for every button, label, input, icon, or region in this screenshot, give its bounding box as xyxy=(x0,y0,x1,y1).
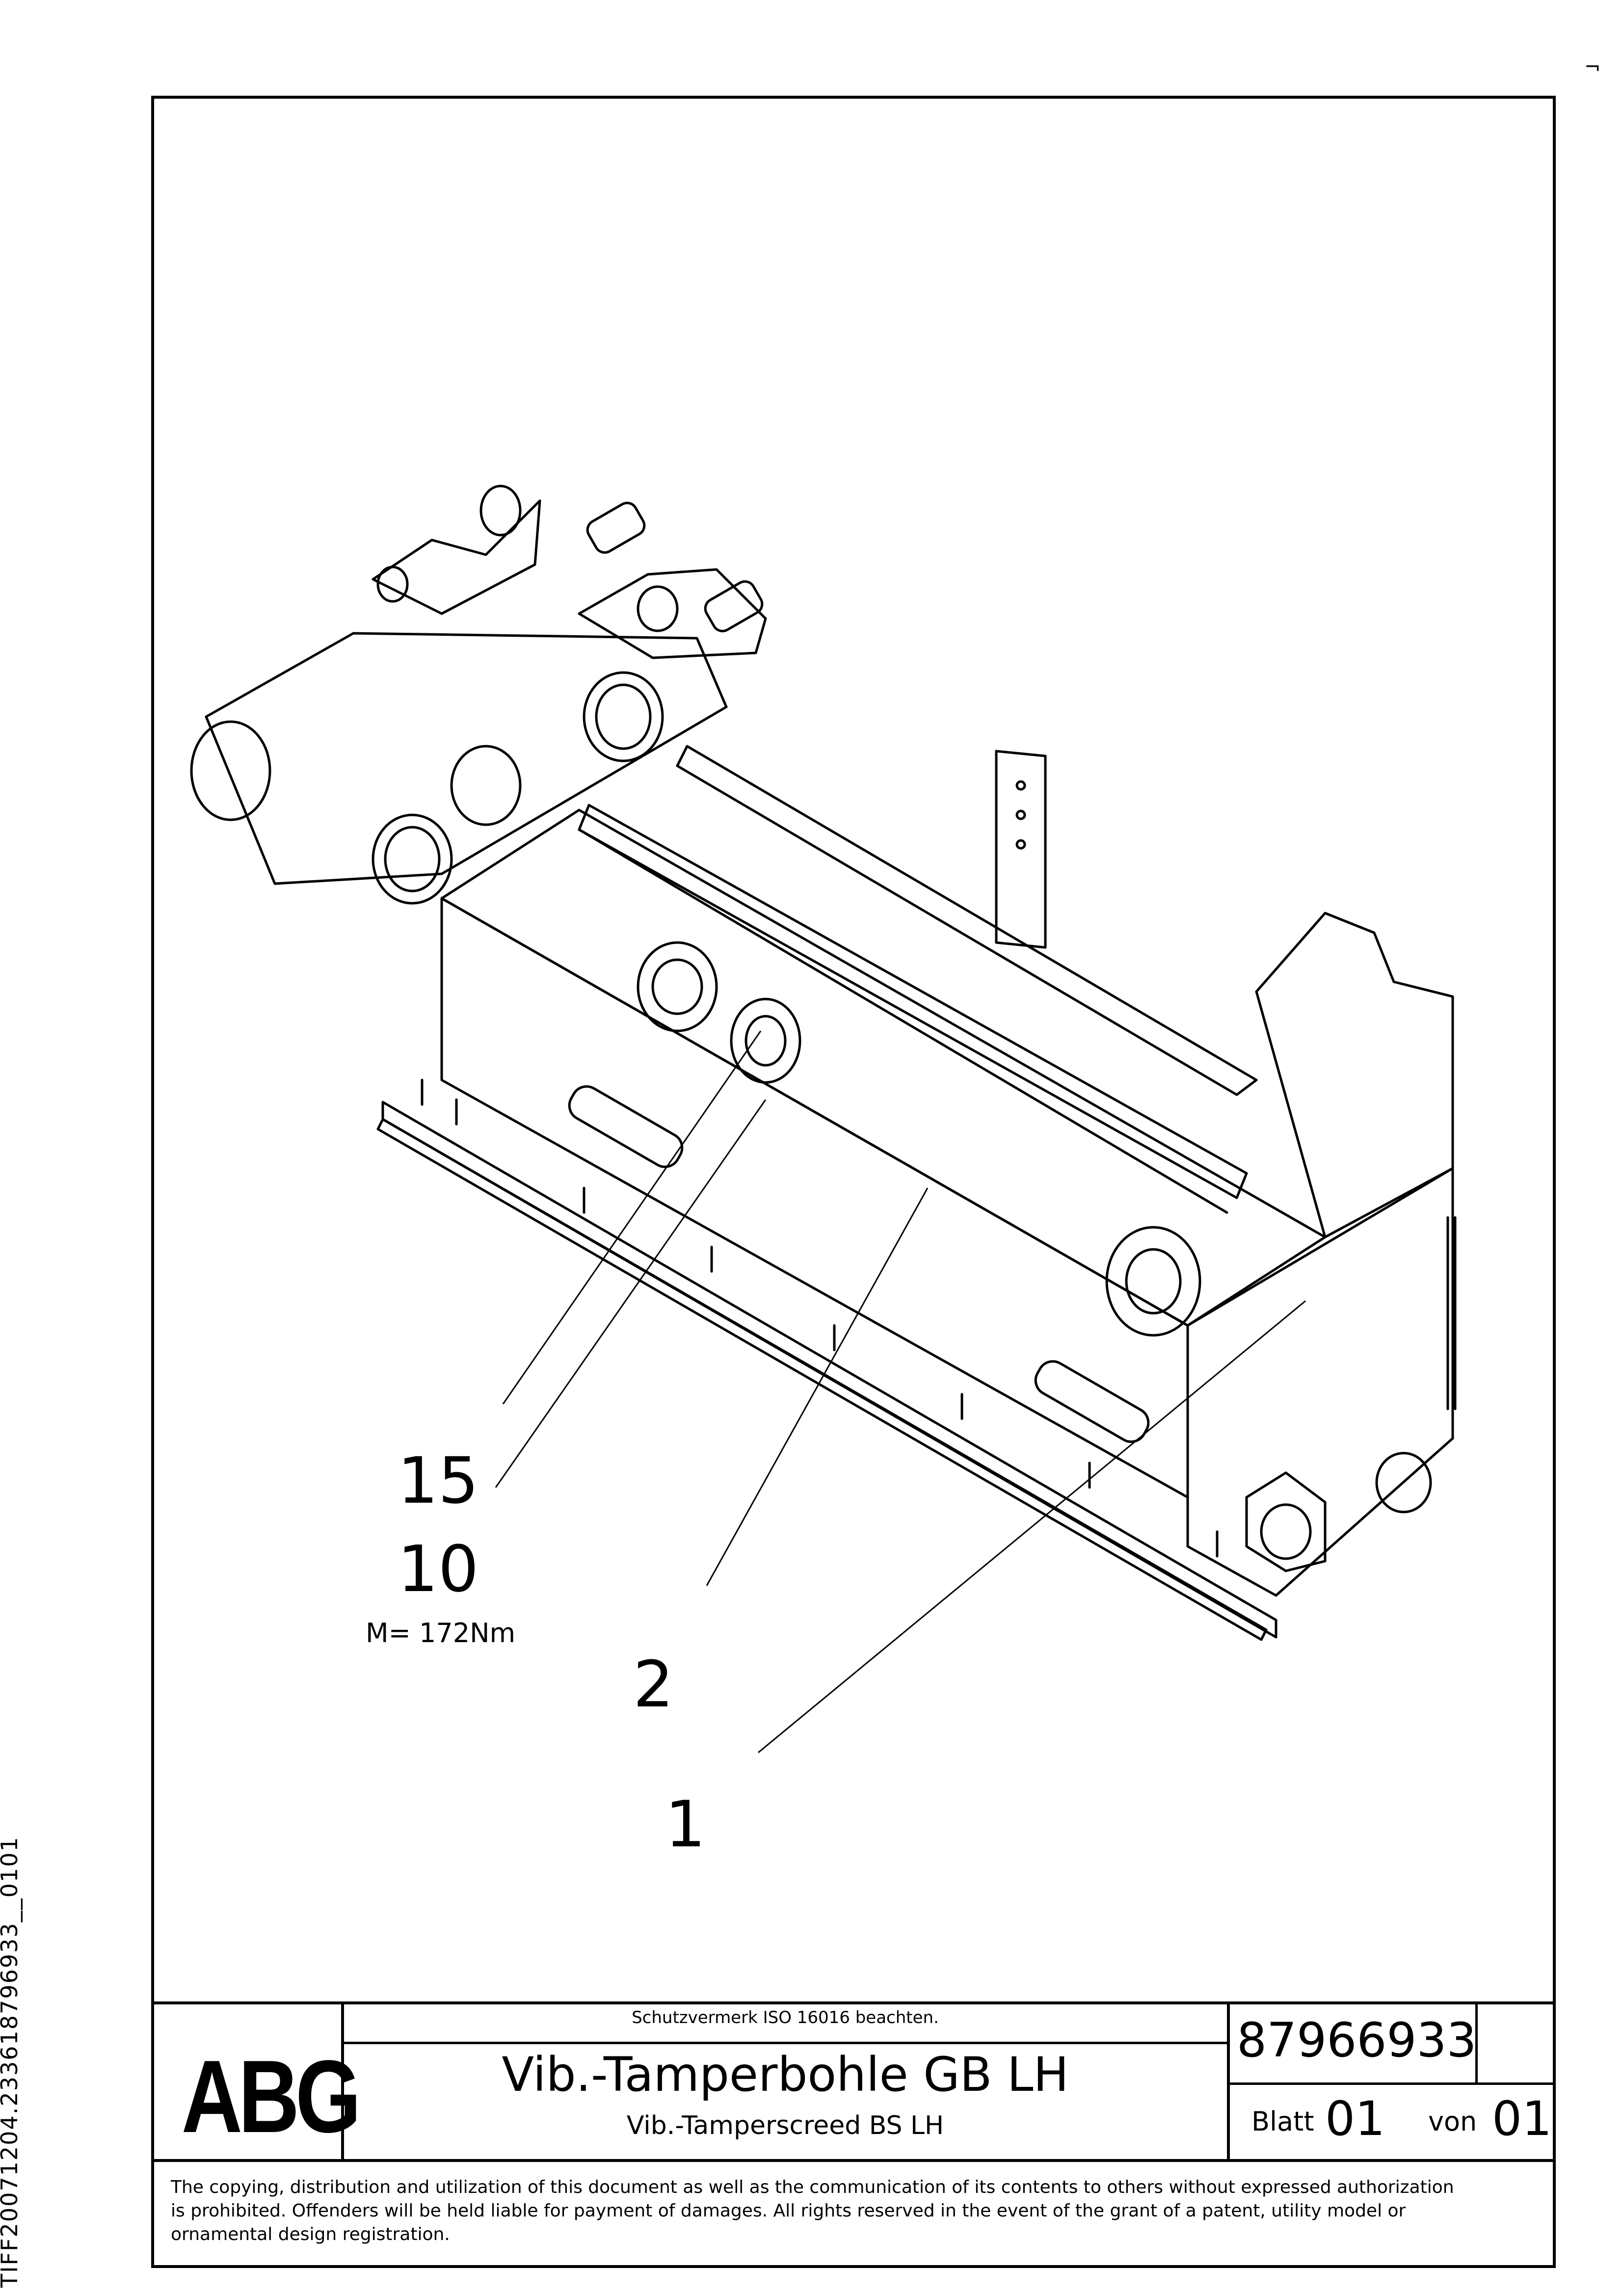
legal-line-3: ornamental design registration. xyxy=(171,2224,450,2244)
legal-line-1: The copying, distribution and utilizatio… xyxy=(171,2177,1454,2197)
sheet-number: 01 xyxy=(1325,2091,1385,2146)
pivot-tube-left xyxy=(190,720,271,821)
frame-slot-left xyxy=(568,1085,684,1168)
pivot-crossbeam xyxy=(205,632,728,885)
callout-1: 1 xyxy=(665,1787,706,1862)
leader-1 xyxy=(758,1300,1306,1754)
company-logo: ABG xyxy=(181,2039,361,2154)
legal-line-2: is prohibited. Offenders will be held li… xyxy=(171,2201,1406,2221)
drawing-title-german: Vib.-Tamperbohle GB LH xyxy=(502,2047,1069,2102)
legal-notice: The copying, distribution and utilizatio… xyxy=(171,2176,1545,2246)
callout-10: 10 xyxy=(398,1532,479,1606)
lifting-lug-1 xyxy=(372,499,541,615)
of-label: von xyxy=(1428,2106,1477,2137)
vibration-motor xyxy=(637,941,718,1032)
leader-15 xyxy=(502,1030,762,1405)
callout-15: 15 xyxy=(398,1443,479,1518)
callout-2: 2 xyxy=(633,1647,674,1722)
drawing-title-english: Vib.-Tamperscreed BS LH xyxy=(626,2111,944,2140)
end-pivot-lug xyxy=(1245,1471,1327,1572)
screed-plate-lower xyxy=(376,1118,1268,1641)
frame-slot-right xyxy=(1034,1360,1150,1443)
rear-rail xyxy=(676,745,1258,1096)
torque-value: M= 172Nm xyxy=(366,1618,516,1648)
drawing-frame xyxy=(151,96,1556,2268)
sheet-info: Blatt 01 von 01 xyxy=(1237,2091,1556,2146)
part-number: 87966933 xyxy=(1237,2013,1477,2068)
sheet-label: Blatt xyxy=(1251,2106,1314,2137)
leader-2 xyxy=(706,1188,929,1586)
right-end-plate xyxy=(1186,1167,1454,1597)
main-frame-side xyxy=(440,897,1189,1499)
end-bearing xyxy=(1105,1226,1201,1337)
corner-mark: ¬ xyxy=(1584,56,1601,79)
title-block xyxy=(151,2001,1556,2268)
plate-bolts xyxy=(421,1079,1219,1558)
protection-note: Schutzvermerk ISO 16016 beachten. xyxy=(632,2008,939,2027)
leader-10 xyxy=(495,1099,767,1488)
pivot-tube-center xyxy=(372,813,453,905)
leader-lines xyxy=(495,1030,1306,1754)
screed-base-plate xyxy=(381,1101,1277,1639)
coupling-flange xyxy=(730,998,801,1084)
sheet-total: 01 xyxy=(1492,2091,1552,2146)
right-top-bracket xyxy=(1255,912,1454,1239)
pivot-tube-right xyxy=(583,671,664,762)
vertical-bracket xyxy=(995,750,1047,949)
lifting-lug-2 xyxy=(578,568,767,659)
tamper-shaft-tube xyxy=(578,804,1248,1199)
